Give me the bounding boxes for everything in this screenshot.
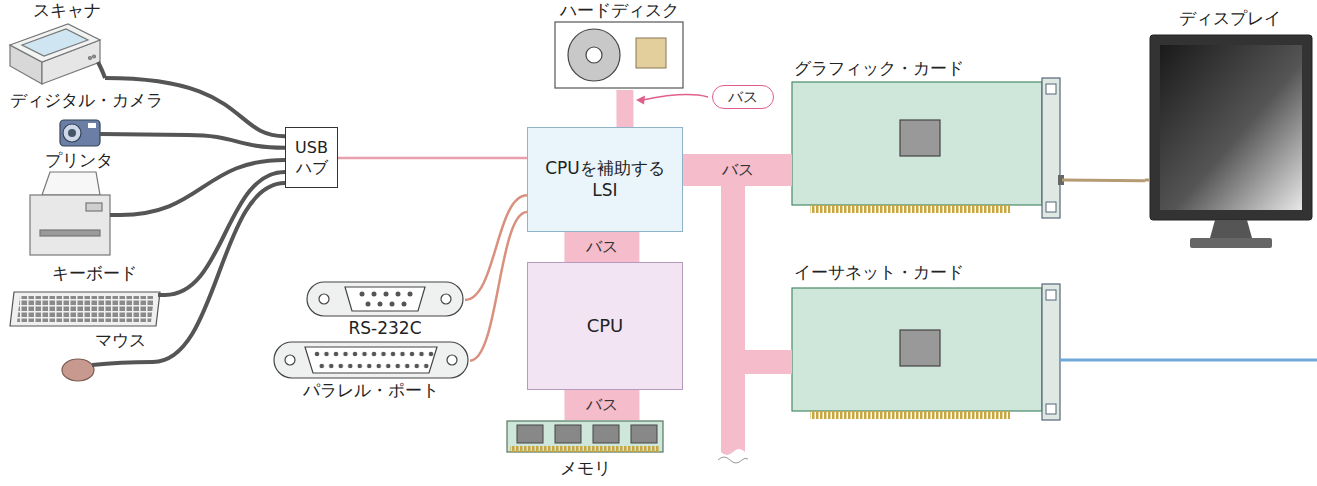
- display-cable: [1062, 179, 1145, 183]
- node-label: イーサネット・カード: [794, 262, 964, 283]
- ethernet-card-icon: [792, 284, 1060, 420]
- node-label: スキャナ: [33, 0, 101, 21]
- usb-hub-box: USB ハブ: [285, 127, 338, 188]
- bus-label: バス: [583, 395, 621, 414]
- cpu-box: CPU: [527, 262, 683, 390]
- scanner-icon: [10, 24, 100, 84]
- keyboard-device: キーボード: [8, 263, 165, 328]
- memory-icon: [507, 421, 663, 452]
- node-label: CPU: [587, 315, 624, 338]
- hard-disk-icon: [555, 22, 683, 88]
- usb-cable: [153, 183, 285, 362]
- bus-label: バス: [719, 160, 757, 179]
- usb-cable: [188, 135, 285, 148]
- ethernet-card: イーサネット・カード: [792, 262, 1062, 420]
- network-cable: [1060, 359, 1317, 362]
- graphic-card: グラフィック・カード: [792, 58, 1062, 213]
- printer-device: プリンタ: [25, 150, 120, 262]
- hard-disk: ハードディスク: [553, 0, 685, 90]
- bus-band: [564, 232, 639, 262]
- node-label: CPUを補助する LSI: [531, 158, 679, 201]
- keyboard-icon: [10, 292, 160, 326]
- serial-connector-icon: [307, 282, 463, 316]
- bus-band: [564, 390, 639, 420]
- chipset-box: CPUを補助する LSI: [527, 127, 683, 232]
- mouse-device: マウス: [58, 330, 153, 385]
- memory-module: メモリ: [505, 420, 665, 482]
- cable-stub: [100, 134, 188, 135]
- leader-arrowhead: [636, 96, 645, 105]
- display-icon: [1150, 35, 1312, 248]
- cable-stub: [1145, 179, 1150, 182]
- usb-link: [338, 157, 527, 160]
- leader-line: [643, 95, 708, 100]
- node-label: グラフィック・カード: [794, 58, 964, 79]
- node-label: キーボード: [52, 263, 137, 284]
- parallel-connector-icon: [274, 342, 468, 378]
- bus-band: [616, 90, 633, 127]
- scanner-device: スキャナ: [5, 0, 105, 88]
- node-label: RS-232C: [348, 318, 421, 339]
- node-label: メモリ: [560, 458, 611, 479]
- bus-label: バス: [583, 237, 621, 256]
- node-label: パラレル・ポート: [303, 380, 439, 401]
- node-label: マウス: [95, 330, 146, 351]
- cable-stub: [110, 213, 120, 217]
- parallel-port: パラレル・ポート: [272, 342, 470, 402]
- cable-stub: [98, 62, 105, 78]
- node-label: プリンタ: [45, 150, 113, 171]
- node-label: ディジタル・カメラ: [10, 90, 163, 111]
- node-label: USB ハブ: [289, 138, 334, 178]
- node-label: ハードディスク: [560, 0, 679, 21]
- mouse-icon: [62, 359, 94, 381]
- parallel-wire: [470, 212, 527, 361]
- usb-cable: [120, 160, 285, 215]
- rs232c-connector: RS-232C: [305, 280, 465, 340]
- cable-stub: [158, 293, 165, 297]
- bus-callout: バス: [712, 85, 774, 109]
- cable-stub: [92, 362, 153, 365]
- display-monitor: ディスプレイ: [1145, 6, 1315, 256]
- bus-band: [683, 170, 792, 362]
- node-label: ディスプレイ: [1179, 8, 1281, 29]
- bus-extension: [721, 360, 745, 455]
- break-mark: [718, 457, 748, 463]
- serial-wire: [465, 195, 527, 300]
- graphic-card-icon: [792, 78, 1064, 218]
- camera-device: ディジタル・カメラ: [10, 90, 188, 150]
- camera-icon: [60, 120, 100, 146]
- printer-icon: [30, 172, 110, 255]
